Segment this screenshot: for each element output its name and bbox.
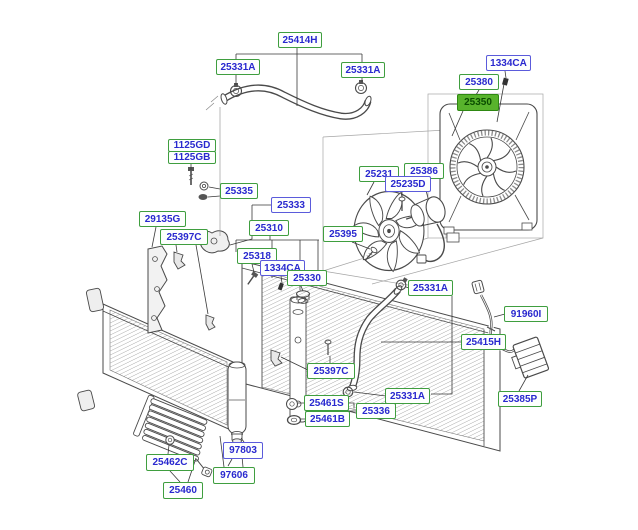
part-label-25331A-1[interactable]: 25331A xyxy=(216,59,260,75)
part-label-1334CA-1[interactable]: 1334CA xyxy=(486,55,531,71)
part-label-25397C-2[interactable]: 25397C xyxy=(307,363,355,379)
hose-clamp xyxy=(354,80,368,95)
part-label-25460[interactable]: 25460 xyxy=(163,482,203,499)
part-label-25461S[interactable]: 25461S xyxy=(304,395,349,411)
part-label-25336[interactable]: 25336 xyxy=(356,403,396,419)
part-label-25397C-1[interactable]: 25397C xyxy=(160,229,208,245)
condenser-drawing xyxy=(77,287,247,444)
part-label-25395[interactable]: 25395 xyxy=(323,226,363,242)
receiver-drier-drawing xyxy=(227,361,247,444)
hose-clamp xyxy=(395,277,408,291)
part-label-25331A-2[interactable]: 25331A xyxy=(341,62,385,78)
part-label-25385P[interactable]: 25385P xyxy=(498,391,542,407)
part-label-25310[interactable]: 25310 xyxy=(249,220,289,236)
part-label-1125GB[interactable]: 1125GB xyxy=(168,151,216,164)
part-label-25461B[interactable]: 25461B xyxy=(305,411,350,427)
part-label-25330[interactable]: 25330 xyxy=(287,270,327,286)
leader-lines xyxy=(151,48,529,483)
cap-hardware xyxy=(247,77,509,304)
part-label-25331A-3[interactable]: 25331A xyxy=(408,280,453,296)
fan-shroud-drawing xyxy=(439,96,538,243)
part-label-25235D[interactable]: 25235D xyxy=(385,176,431,192)
fan-shroud-spokes xyxy=(457,137,517,197)
fan-motor-drawing xyxy=(364,196,446,264)
part-label-25333[interactable]: 25333 xyxy=(271,197,311,213)
part-label-97606[interactable]: 97606 xyxy=(213,467,255,484)
part-label-91960I[interactable]: 91960I xyxy=(504,306,548,322)
part-label-25415H[interactable]: 25415H xyxy=(461,334,506,350)
part-label-25331A-4[interactable]: 25331A xyxy=(385,388,430,404)
part-label-1125GD[interactable]: 1125GD xyxy=(168,139,216,152)
part-label-25350[interactable]: 25350 xyxy=(457,94,499,111)
resistor-drawing xyxy=(511,336,550,379)
part-label-25414H[interactable]: 25414H xyxy=(278,32,322,48)
part-label-25380[interactable]: 25380 xyxy=(459,74,499,90)
upper-hose-drawing xyxy=(205,80,372,120)
part-label-29135G[interactable]: 29135G xyxy=(139,211,186,227)
part-label-25462C[interactable]: 25462C xyxy=(146,454,194,471)
part-label-25335[interactable]: 25335 xyxy=(220,183,258,199)
part-label-97803[interactable]: 97803 xyxy=(223,442,263,459)
